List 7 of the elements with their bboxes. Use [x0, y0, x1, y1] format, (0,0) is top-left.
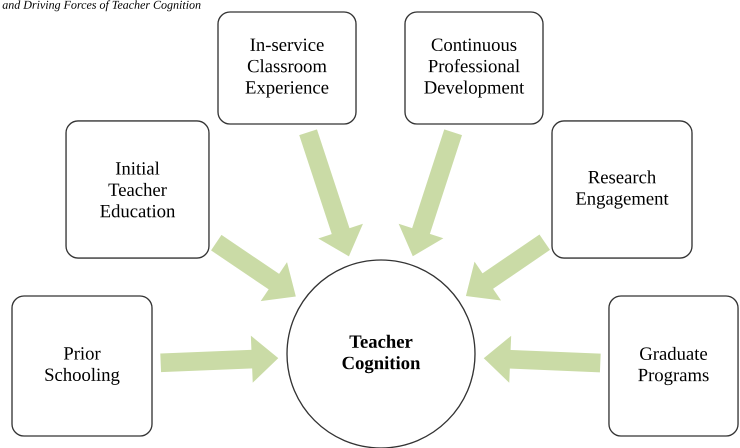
rounded-box: Initial Teacher Education: [65, 120, 210, 259]
figure-title: and Driving Forces of Teacher Cognition: [2, 0, 201, 12]
rounded-box: Research Engagement: [551, 120, 693, 259]
rounded-box: In-service Classroom Experience: [217, 11, 357, 125]
rounded-box: Prior Schooling: [11, 295, 153, 437]
rounded-box: Graduate Programs: [608, 295, 739, 437]
rounded-box: Continuous Professional Development: [404, 11, 544, 125]
